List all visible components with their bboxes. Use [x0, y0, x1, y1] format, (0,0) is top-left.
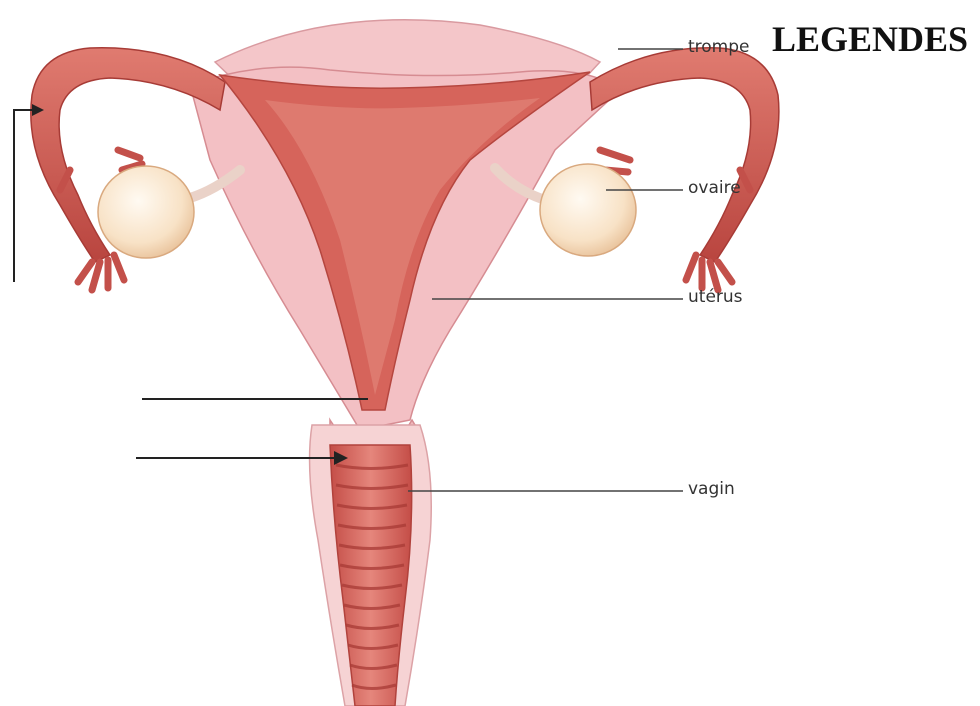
- label-trompe: trompe: [688, 37, 750, 57]
- label-vagin: vagin: [688, 479, 735, 499]
- label-ovaire: ovaire: [688, 178, 741, 198]
- right-ovary: [540, 164, 636, 256]
- label-uterus: utérus: [688, 287, 743, 307]
- blank-arrow-left-tube: [14, 110, 34, 282]
- left-ovary: [98, 166, 194, 258]
- legend-heading: LEGENDES :: [772, 18, 980, 60]
